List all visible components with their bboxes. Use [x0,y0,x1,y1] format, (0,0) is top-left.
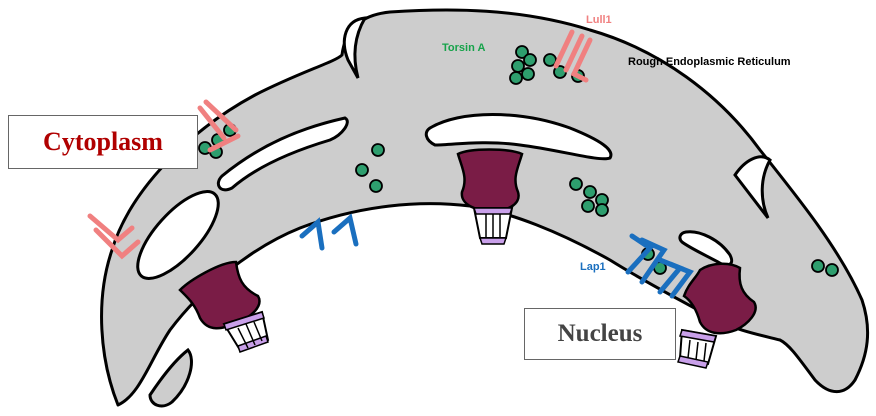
lap1-label: Lap1 [580,261,606,273]
torsin-a-label: Torsin A [442,42,485,54]
er-fragment [150,350,191,406]
cytoplasm-label: Cytoplasm [8,115,198,169]
nuclear-pore-center [458,150,522,245]
lull1-label: Lull1 [586,14,612,26]
nucleus-label: Nucleus [524,308,676,360]
rough-er-label: Rough Endoplasmic Reticulum [628,56,791,68]
